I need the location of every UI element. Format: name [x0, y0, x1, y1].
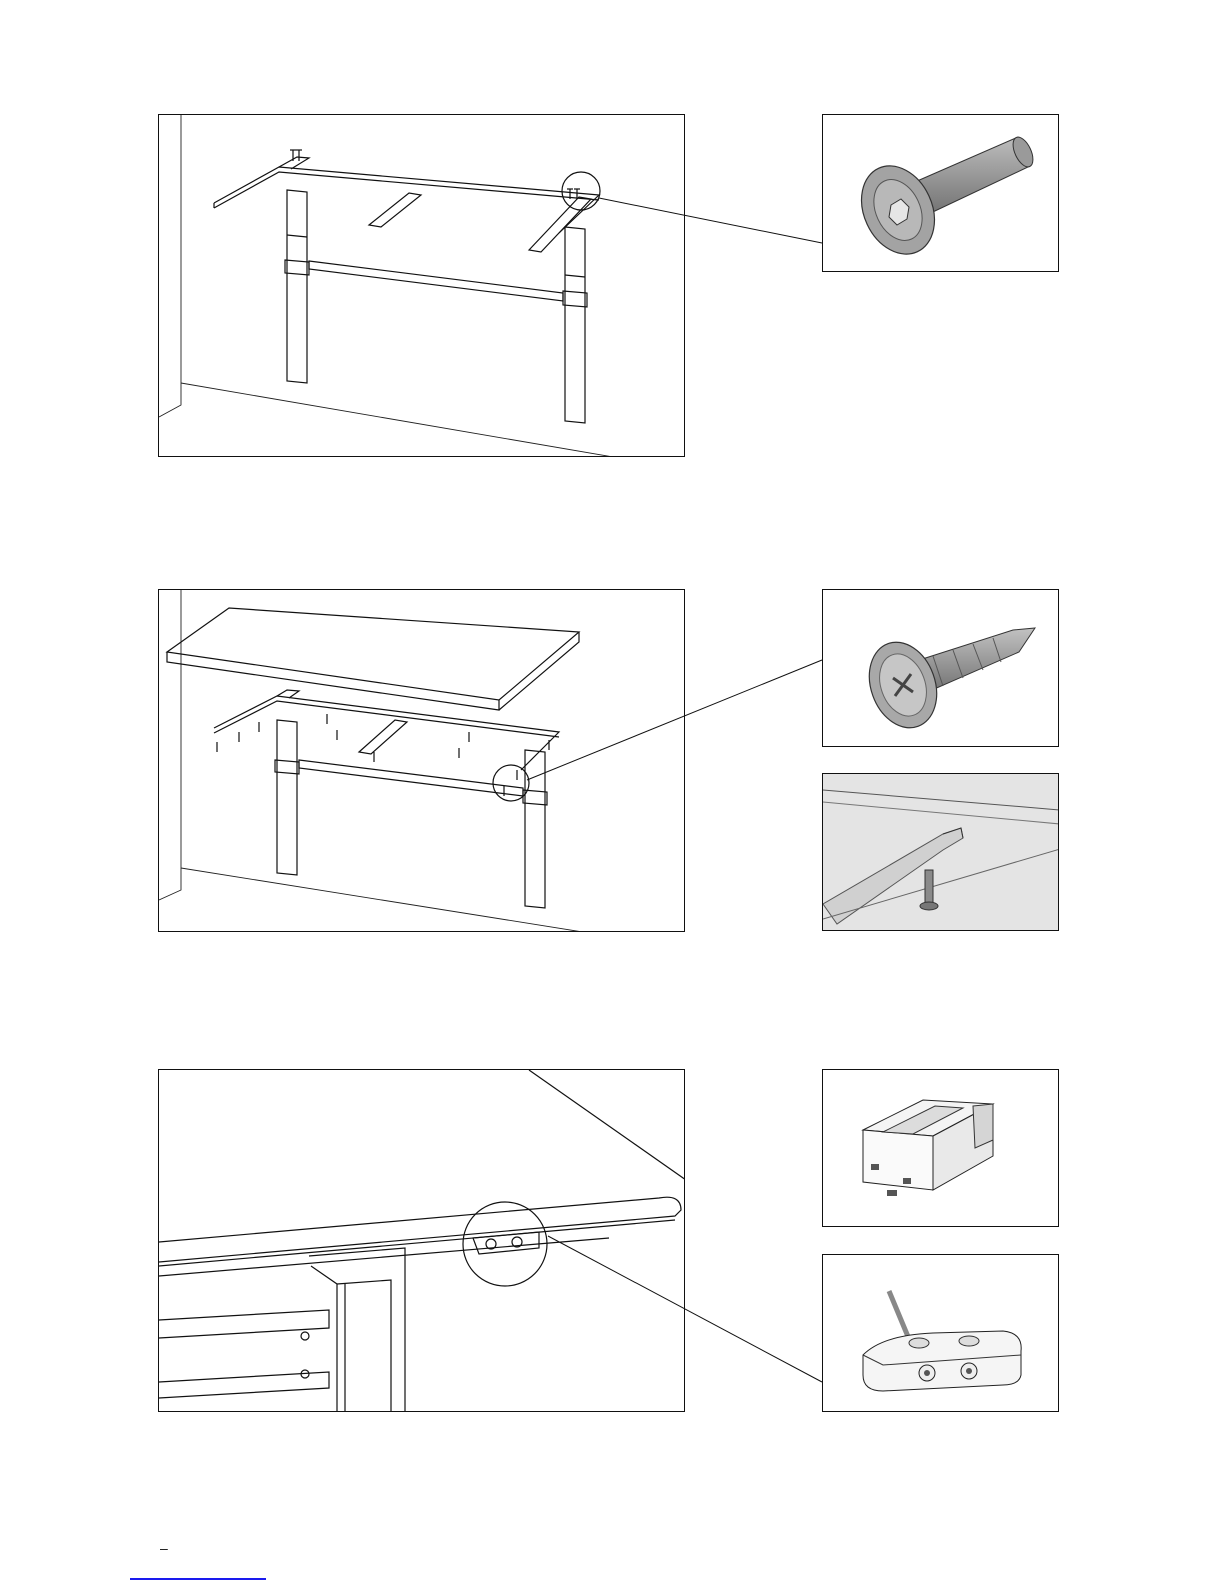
step2-assembly-illustration	[158, 589, 685, 932]
step1-assembly-illustration	[158, 114, 685, 457]
step3-assembly-illustration	[158, 1069, 685, 1412]
callout-circle	[493, 765, 529, 801]
page-footer-mark: –	[160, 1540, 168, 1556]
callout-circle	[562, 172, 600, 210]
step3-detail-control-box	[822, 1069, 1059, 1227]
step2-detail-screw-into-underside	[822, 773, 1059, 931]
step1-detail-hex-screw	[822, 114, 1059, 272]
step3-detail-mounting-bracket	[822, 1254, 1059, 1412]
footer-link-underline[interactable]	[130, 1578, 266, 1580]
step2-detail-wood-screw	[822, 589, 1059, 747]
